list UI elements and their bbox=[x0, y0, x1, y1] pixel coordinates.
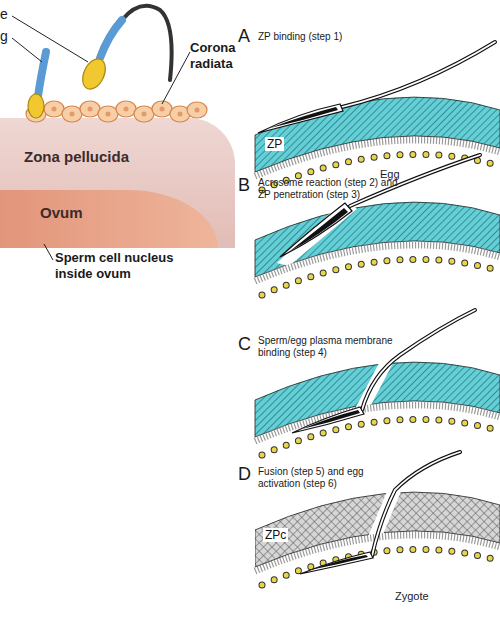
cell-nucleus bbox=[195, 108, 200, 113]
panel-a-sperm bbox=[258, 42, 495, 133]
sperm-nucleus bbox=[310, 555, 368, 570]
panel-letter: B bbox=[238, 175, 250, 197]
cell-nucleus bbox=[106, 112, 111, 117]
sperm-head bbox=[258, 104, 343, 133]
sperm-head bbox=[292, 407, 364, 433]
band-label: ZP bbox=[265, 137, 284, 151]
partial-label: e bbox=[0, 6, 8, 23]
structure-label: Zona pellucida bbox=[24, 148, 129, 166]
zona-band: ZP bbox=[255, 75, 500, 180]
leader-line bbox=[12, 16, 88, 62]
leader-line bbox=[44, 244, 53, 260]
panel-letter: D bbox=[238, 464, 251, 486]
step-caption: Fusion (step 5) and egg activation (step… bbox=[258, 466, 383, 490]
cortical-granules bbox=[262, 419, 500, 455]
partial-label: g bbox=[0, 28, 8, 45]
cortical-granules bbox=[262, 549, 500, 585]
sperm-midpiece bbox=[100, 20, 122, 58]
sperm-tail bbox=[372, 452, 460, 556]
corona-cell bbox=[44, 101, 64, 117]
cell-nucleus bbox=[124, 107, 129, 112]
sperm-tail bbox=[362, 310, 475, 410]
zona-pellucida-band: Zona pellucidaOvum bbox=[0, 118, 235, 248]
sperm-nucleus bbox=[270, 107, 338, 128]
panel-b-sperm bbox=[280, 155, 480, 257]
left-sperm bbox=[28, 6, 172, 118]
sperm-head bbox=[28, 94, 44, 118]
corona-cell bbox=[98, 106, 118, 122]
sperm-tail bbox=[362, 310, 475, 410]
sperm-midpiece bbox=[38, 52, 46, 96]
structure-label: Sperm cell nucleus inside ovum bbox=[55, 250, 195, 281]
cell-nucleus bbox=[160, 107, 165, 112]
panel-b-egg bbox=[255, 198, 500, 295]
leader-line bbox=[162, 52, 190, 104]
structure-label: Ovum bbox=[40, 204, 83, 222]
cortical-granules bbox=[262, 259, 500, 295]
cortical-granules bbox=[262, 549, 500, 585]
step-caption: ZP binding (step 1) bbox=[258, 31, 342, 43]
sperm-nucleus bbox=[302, 410, 360, 429]
leader-lines bbox=[12, 16, 190, 260]
cell-nucleus bbox=[178, 112, 183, 117]
cortical-granules bbox=[262, 419, 500, 455]
corona-cell bbox=[170, 106, 190, 122]
sperm-tail bbox=[342, 42, 495, 107]
band-shape bbox=[255, 492, 500, 567]
region-label: Zygote bbox=[395, 590, 429, 603]
panel-c-egg bbox=[255, 362, 500, 455]
cell-nucleus bbox=[34, 112, 39, 117]
cell-nucleus bbox=[142, 112, 147, 117]
cell-nucleus bbox=[88, 107, 93, 112]
corona-cell bbox=[152, 101, 172, 117]
sperm-head bbox=[300, 552, 373, 574]
band-shape bbox=[255, 97, 500, 172]
sperm-tail bbox=[342, 42, 495, 107]
cell-nucleus bbox=[52, 107, 57, 112]
ovum-region: Ovum bbox=[0, 190, 218, 248]
sperm-tail bbox=[372, 452, 460, 556]
corona-cells bbox=[26, 101, 207, 122]
sperm-head bbox=[280, 203, 352, 257]
step-caption: Sperm/egg plasma membrane binding (step … bbox=[258, 335, 398, 359]
sperm-nucleus bbox=[290, 208, 348, 251]
corona-cell bbox=[62, 106, 82, 122]
leader-line bbox=[12, 38, 42, 62]
corona-cell bbox=[116, 101, 136, 117]
panel-c-sperm bbox=[292, 310, 475, 433]
corona-cell bbox=[187, 102, 207, 118]
corona-cell bbox=[26, 106, 46, 122]
step-caption: Acrosome reaction (step 2) and ZP penetr… bbox=[258, 177, 406, 201]
panel-letter: C bbox=[238, 334, 251, 356]
sperm-tail bbox=[122, 6, 172, 80]
panel-letter: A bbox=[238, 26, 250, 48]
band-outline bbox=[255, 75, 500, 180]
sperm-head bbox=[78, 55, 110, 92]
band-label: ZPc bbox=[263, 528, 288, 542]
corona-cell bbox=[80, 101, 100, 117]
cell-nucleus bbox=[70, 112, 75, 117]
cortical-granules bbox=[262, 259, 500, 295]
corona-cell bbox=[134, 106, 154, 122]
